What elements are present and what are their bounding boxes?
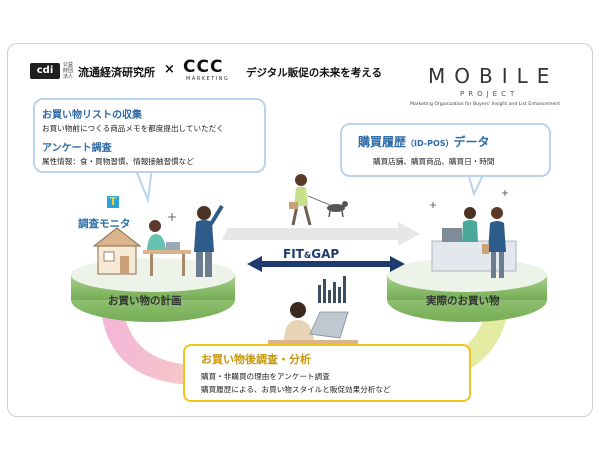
left-bubble-tail [134,167,153,204]
cross-symbol: × [164,62,175,77]
project-label: PROJECT [460,90,519,98]
sparkle-icon [168,190,508,221]
post-survey-line2: 購買履歴による、お買い物スタイルと販促効果分析など [201,385,391,394]
right-bubble-tail [467,172,485,197]
fit-text: FIT [283,247,304,261]
plan-platform [71,258,235,322]
house-icon [92,227,142,275]
cdi-logo: cdi [30,63,60,79]
survey-text: 属性情報：食・買物習慣、情報接触習慣など [42,157,194,166]
purchase-history-data: データ [453,135,490,149]
plan-stage-label: お買い物の計画 [108,295,182,307]
mobile-tagline: Marketing Organization for Buyers' Insig… [410,102,561,107]
monitor-label: 調査モニタ [78,218,131,230]
gap-text: GAP [311,247,340,261]
post-survey-box [183,344,471,402]
purchase-history-text: 購買店舗、購買商品、購買日・時間 [373,157,495,166]
dog-icon [327,201,348,218]
mobile-logo: MOBILE [428,64,559,88]
ccc-logo: CCC [183,57,224,77]
list-collection-title: お買い物リストの収集 [42,110,142,121]
cdi-logo-small-text: 公益 財団法人 [63,62,74,80]
actual-stage-label: 実際のお買い物 [426,295,500,307]
t-point-icon: T [107,196,119,208]
monitor-man-icon [194,204,224,277]
purchase-history-main: 購買履歴 [358,135,407,149]
right-bubble [340,123,551,177]
actual-platform [387,258,547,322]
post-survey-line1: 購買・非購買の理由をアンケート調査 [201,372,330,381]
purchase-history-idpos: （ID-POS） [406,139,454,148]
tagline: デジタル販促の未来を考える [246,67,382,79]
post-survey-title: お買い物後調査・分析 [201,353,311,366]
survey-title: アンケート調査 [42,143,112,154]
walking-woman-icon [289,174,331,226]
left-bubble [33,98,266,173]
monitor-woman-icon [143,220,191,276]
institute-name: 流通経済研究所 [78,66,155,79]
list-collection-text: お買い物前につくる商品メモを都度提出していただく [42,124,224,133]
amp-text: & [303,251,312,261]
fitgap-label: FIT&GAP [283,247,339,261]
store-counter-icon [431,207,517,278]
fitgap-double-arrow [247,256,405,272]
analyst-icon [268,276,358,344]
purchase-history-title: 購買履歴（ID-POS）データ [358,133,490,150]
ccc-marketing-label: MARKETING [186,76,230,82]
travel-path-arrow [222,222,420,246]
